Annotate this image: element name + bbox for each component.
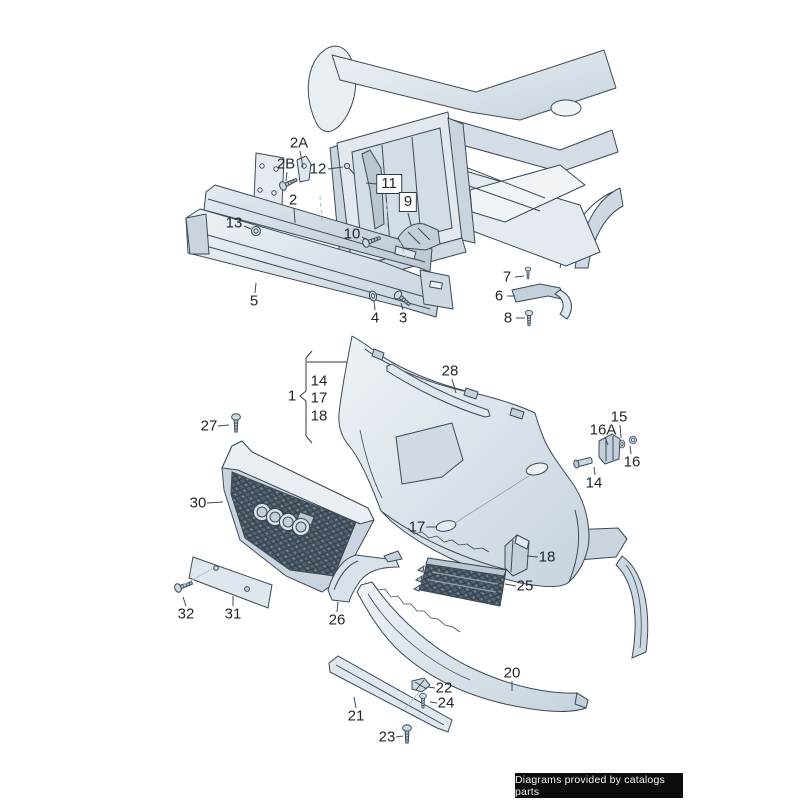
license-plate-holder-drawing xyxy=(172,556,273,609)
leader-line-23-35 xyxy=(395,735,404,738)
leader-line-2b-1 xyxy=(285,171,288,182)
group-bracket xyxy=(299,350,347,444)
trim-strip-28-drawing xyxy=(386,363,491,418)
leader-line-16-21 xyxy=(629,445,632,455)
leader-line-2a-0 xyxy=(299,150,304,168)
leader-line-15-19 xyxy=(619,424,622,439)
leader-line-3-10 xyxy=(400,302,404,311)
leader-line-24-32 xyxy=(429,701,438,704)
leader-line-32-28 xyxy=(182,596,187,607)
leader-line-26-30 xyxy=(336,601,339,613)
leader-line-7-11 xyxy=(514,275,525,278)
corner-spoiler-drawing xyxy=(327,550,649,659)
assembly-reference-dashes xyxy=(319,195,409,263)
leader-line-9-4 xyxy=(407,212,412,226)
footer-attribution-bar: Diagrams provided by catalogs parts xyxy=(515,773,683,798)
leader-line-21-34 xyxy=(353,696,357,709)
lower-spoiler-strips-drawing xyxy=(328,581,589,744)
radiator-grille-drawing xyxy=(221,413,375,593)
leader-line-2-5 xyxy=(293,207,296,224)
bumper-reinforcement-drawing xyxy=(185,152,454,318)
leader-line-4-9 xyxy=(373,300,376,311)
leader-line-18-26 xyxy=(526,555,539,558)
bumper-cover-drawing xyxy=(338,335,628,588)
leader-line-11-3 xyxy=(365,182,378,185)
fasteners-upper-drawing xyxy=(251,149,572,327)
footer-attribution-text: Diagrams provided by catalogs parts xyxy=(515,773,665,798)
leader-line-25-27 xyxy=(504,583,517,587)
leader-line-5-8 xyxy=(254,282,257,294)
small-front-parts-drawing xyxy=(412,473,533,607)
leader-line-16a-20 xyxy=(604,436,609,446)
leader-line-10-7 xyxy=(361,236,369,241)
leader-line-12-2 xyxy=(327,166,344,170)
side-mount-parts-drawing xyxy=(573,433,637,469)
bracket-9-part xyxy=(397,223,441,251)
leader-line-13-6 xyxy=(243,225,252,230)
leader-line-27-23 xyxy=(217,424,230,427)
audi-rings-logo xyxy=(253,503,310,536)
leader-line-28-18 xyxy=(451,378,457,394)
leader-line-30-24 xyxy=(206,501,224,504)
strut-11-part xyxy=(361,149,385,230)
leader-line-22-31 xyxy=(427,686,436,689)
leader-line-14-22 xyxy=(593,466,596,476)
